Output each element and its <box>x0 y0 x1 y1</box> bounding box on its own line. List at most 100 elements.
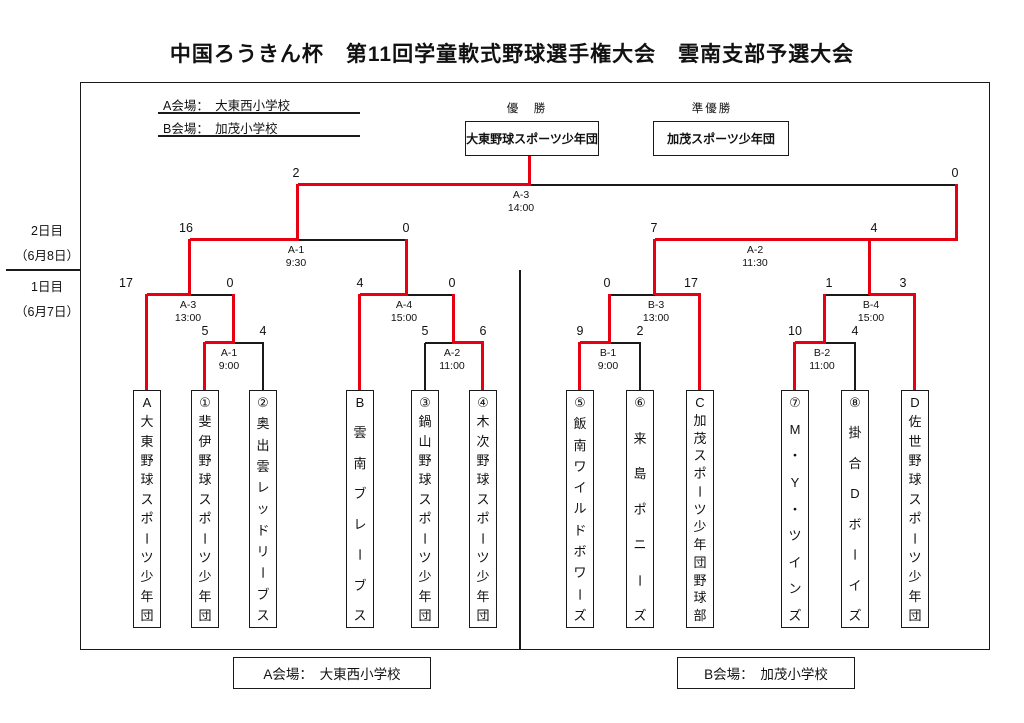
winner-path-line <box>870 293 916 296</box>
score-a3-right: 0 <box>226 276 234 290</box>
score-final-left: 2 <box>292 166 300 180</box>
match-label-a2: A-2 11:00 <box>439 347 465 373</box>
score-b2-right: 4 <box>851 324 859 338</box>
winner-path-line <box>653 239 656 295</box>
winner-path-line <box>580 341 611 344</box>
match-time: 9:00 <box>218 360 240 372</box>
score-b4-left: 1 <box>825 276 833 290</box>
legend-underline <box>158 135 360 137</box>
match-id: B-3 <box>647 299 665 311</box>
runner-up-box: 加茂スポーツ少年団 <box>653 121 789 156</box>
winner-path-line <box>190 238 299 241</box>
winner-path-line <box>452 294 455 344</box>
score-final-right: 0 <box>951 166 959 180</box>
match-id: A-1 <box>220 347 238 359</box>
day2-label: 2日目 <box>31 224 63 238</box>
match-label-b3: B-3 13:00 <box>643 299 669 325</box>
winner-path-line <box>578 342 581 391</box>
match-label-final: A-3 14:00 <box>508 189 534 215</box>
winner-path-line <box>232 294 235 344</box>
winner-path-line <box>145 294 148 391</box>
winner-path-line <box>698 294 701 391</box>
winner-path-line <box>188 239 191 295</box>
match-time: 14:00 <box>507 202 535 214</box>
match-time: 15:00 <box>390 312 418 324</box>
winner-path-line <box>296 184 299 241</box>
match-time: 11:30 <box>742 257 768 269</box>
winner-path-line <box>454 341 484 344</box>
day1-date: （6月7日） <box>15 305 79 319</box>
score-b1-right: 2 <box>636 324 644 338</box>
winner-path-line <box>481 342 484 391</box>
match-time: 11:00 <box>809 360 835 372</box>
match-time: 9:00 <box>597 360 619 372</box>
winner-path-line <box>608 294 611 344</box>
bracket-line <box>854 343 856 390</box>
score-b3-left: 0 <box>603 276 611 290</box>
winner-path-line <box>147 293 191 296</box>
score-b3-right: 17 <box>684 276 698 290</box>
winner-path-line <box>360 293 408 296</box>
match-id: A-1 <box>287 244 305 256</box>
match-label-a1: A-1 9:00 <box>219 347 239 373</box>
match-label-semi-a: A-1 9:30 <box>286 244 306 270</box>
match-label-a3: A-3 13:00 <box>175 299 201 325</box>
match-time: 9:30 <box>285 257 307 269</box>
bracket-line <box>530 184 957 186</box>
page-title: 中国ろうきん杯 第11回学童軟式野球選手権大会 雲南支部予選大会 <box>169 43 855 66</box>
match-id: A-2 <box>746 244 764 256</box>
winner-path-line <box>528 153 531 185</box>
winner-path-line <box>793 342 796 391</box>
match-id: A-2 <box>443 347 461 359</box>
score-a4-left: 4 <box>356 276 364 290</box>
winner-path-line <box>655 238 958 241</box>
day-separator-line <box>6 269 81 271</box>
match-time: 11:00 <box>439 360 465 372</box>
match-time: 13:00 <box>174 312 202 324</box>
footer-venue-a-box: A会場： 大東西小学校 <box>233 657 431 689</box>
winner-path-line <box>358 294 361 391</box>
match-time: 13:00 <box>642 312 670 324</box>
legend-underline <box>158 112 360 114</box>
winner-path-line <box>205 341 235 344</box>
winner-path-line <box>405 239 408 295</box>
block-divider-line <box>519 270 521 650</box>
bracket-frame <box>80 82 990 650</box>
match-label-b1: B-1 9:00 <box>598 347 618 373</box>
match-time: 15:00 <box>857 312 885 324</box>
champion-box: 大東野球スポーツ少年団 <box>465 121 599 156</box>
bracket-line <box>407 294 455 296</box>
score-a3-left: 17 <box>119 276 133 290</box>
match-label-b4: B-4 15:00 <box>858 299 884 325</box>
score-b4-right: 3 <box>899 276 907 290</box>
score-a1-left: 5 <box>201 324 209 338</box>
bracket-line <box>190 294 235 296</box>
winner-path-line <box>655 293 701 296</box>
match-label-a4: A-4 15:00 <box>391 299 417 325</box>
legend-venue-a: A会場： 大東西小学校 <box>163 99 291 113</box>
bracket-line <box>825 342 856 344</box>
day2-date: （6月8日） <box>15 249 79 263</box>
bracket-line <box>610 294 656 296</box>
footer-venue-b-box: B会場： 加茂小学校 <box>677 657 855 689</box>
winner-path-line <box>868 239 871 295</box>
score-a2-right: 6 <box>479 324 487 338</box>
winner-path-line <box>298 183 531 186</box>
winner-path-line <box>823 294 826 344</box>
score-a2-left: 5 <box>421 324 429 338</box>
score-semi-b-right: 4 <box>870 221 878 235</box>
winner-path-line <box>913 294 916 391</box>
bracket-line <box>425 342 455 344</box>
bracket-line <box>639 343 641 390</box>
winner-path-line <box>795 341 826 344</box>
